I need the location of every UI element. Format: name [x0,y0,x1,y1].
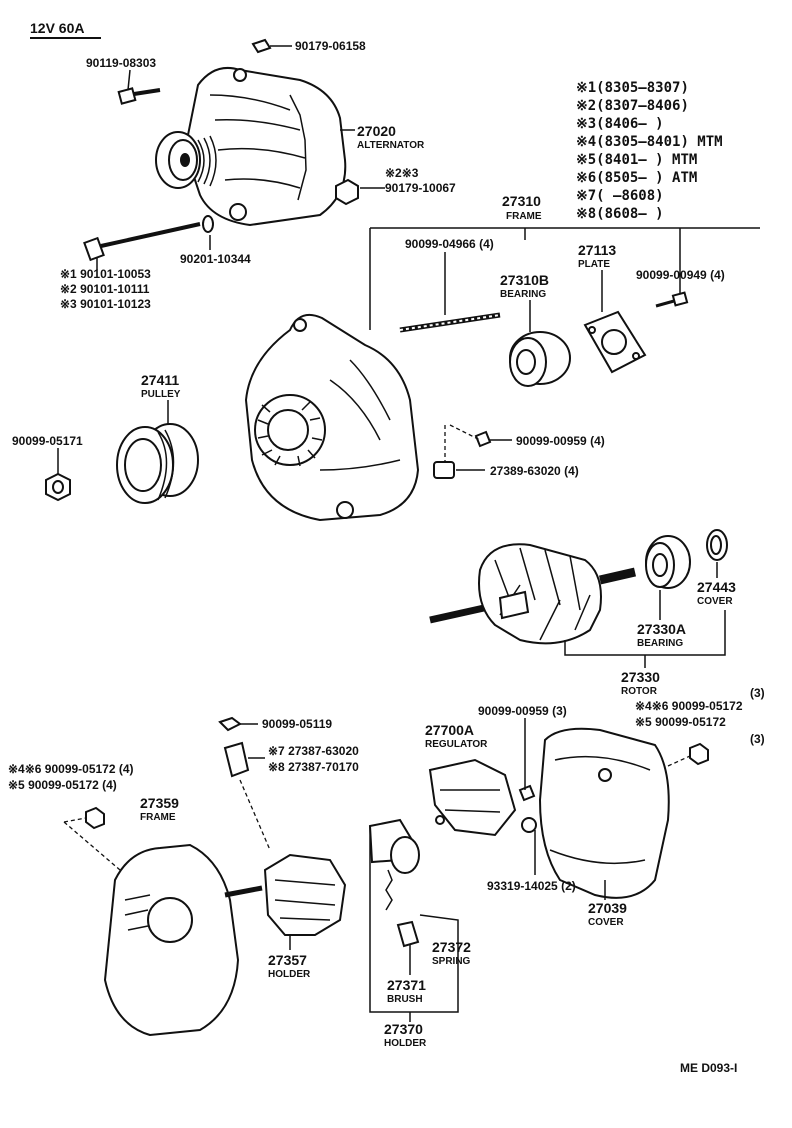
label-plate-name: PLATE [578,259,610,270]
diagram-title: 12V 60A [30,20,84,36]
through-bolt-icon [83,215,214,262]
bearing-icon [509,331,571,387]
label-rear-cover-no: 27039 [588,900,627,916]
label-alternator-no: 27020 [357,123,396,139]
label-rotor-bearing-name: BEARING [637,638,683,649]
label-bolt-variant-1: ※1 90101-10053 [60,267,151,281]
label-brush-holder-no: 27370 [384,1021,423,1037]
label-insulator: 27389-63020 (4) [490,464,579,478]
label-bearing-name: BEARING [500,289,546,300]
note-1: ※1(8305–8307) [576,80,689,96]
end-frame-drawing [103,843,263,1037]
pulley-icon [116,423,199,504]
rotor-bearing-icon [645,535,691,589]
label-spring-no: 27372 [432,939,471,955]
small-bolt-icon [218,716,242,732]
note-6: ※6(8505– ) ATM [576,170,697,186]
notes-block: ※1(8305–8307) ※2(8307–8406) ※3(8406– ) ※… [576,80,723,222]
label-brush-holder-name: HOLDER [384,1038,427,1049]
label-cap-7: ※7 27387-63020 [268,744,359,758]
label-regulator-name: REGULATOR [425,739,488,750]
note-7: ※7( –8608) [576,188,664,204]
label-holder-name: HOLDER [268,969,311,980]
label-bolt-left: 90119-08303 [86,56,156,70]
screw-icon [474,430,492,448]
label-nut-note: ※2※3 [385,166,419,180]
label-frame-no: 27310 [502,193,541,209]
label-washer: 90201-10344 [180,252,251,266]
label-end-frame-name: FRAME [140,812,176,823]
terminal-cap-icon [223,741,250,778]
label-screw-3: 90099-00959 (3) [478,704,567,718]
regulator-drawing [428,758,517,837]
note-2: ※2(8307–8406) [576,98,689,114]
label-frame-nut-5: ※5 90099-05172 (4) [8,778,117,792]
label-end-frame-no: 27359 [140,795,179,811]
insulator-icon [433,461,455,479]
label-frame-name: FRAME [506,211,542,222]
washer-icon [521,817,537,833]
label-brush-name: BRUSH [387,994,423,1005]
label-stud: 90099-04966 (4) [405,237,494,251]
note-3: ※3(8406– ) [576,116,664,132]
label-rotor-no: 27330 [621,669,660,685]
label-washer-2: 93319-14025 (2) [487,879,576,893]
label-bolt-variant-2: ※2 90101-10111 [60,282,150,296]
bolt-icon [117,87,161,105]
label-alternator-name: ALTERNATOR [357,140,425,151]
drive-end-frame-drawing [244,314,420,522]
label-brush-no: 27371 [387,977,426,993]
stud-bolt-icon [399,312,501,333]
label-nut-5-qty: (3) [750,732,765,746]
nut-icon [85,806,105,830]
label-nut-46: ※4※6 90099-05172 [635,699,743,713]
label-plate-screw: 90099-00949 (4) [636,268,725,282]
label-pulley-no: 27411 [141,372,179,388]
label-rotor-bearing-no: 27330A [637,621,686,637]
cover-ring-icon [706,529,728,561]
label-spring-name: SPRING [432,956,471,967]
label-nut-46-qty: (3) [750,686,765,700]
label-small-bolt: 90099-05119 [262,717,332,731]
nut-icon [335,178,359,206]
bearing-plate-icon [583,310,647,374]
note-8: ※8(8608– ) [576,206,664,222]
rectifier-holder-drawing [263,853,347,936]
label-regulator-no: 27700A [425,722,474,738]
label-bolt-variant-3: ※3 90101-10123 [60,297,151,311]
label-pulley-name: PULLEY [141,389,181,400]
bolt-icon [251,38,272,54]
label-frame-nut-46: ※4※6 90099-05172 (4) [8,762,134,776]
screw-icon [655,291,689,308]
label-nut-5: ※5 90099-05172 [635,715,726,729]
label-cover-name: COVER [697,596,733,607]
label-bearing-no: 27310B [500,272,549,288]
label-holder-no: 27357 [268,952,307,968]
alternator-assembly-drawing [155,66,347,227]
diagram-code: ME D093-I [680,1061,737,1075]
note-4: ※4(8305–8401) MTM [576,134,723,150]
rotor-drawing [429,543,637,645]
leader-lines [57,69,760,1022]
brush-holder-drawing [368,818,420,948]
note-5: ※5(8401– ) MTM [576,152,697,168]
screw-icon [518,784,536,802]
label-rear-cover-name: COVER [588,917,624,928]
rear-cover-drawing [538,727,670,899]
label-cap-8: ※8 27387-70170 [268,760,359,774]
label-plate-no: 27113 [578,242,616,258]
nut-icon [689,742,709,766]
label-rotor-name: ROTOR [621,686,658,697]
label-screw-mid: 90099-00959 (4) [516,434,605,448]
label-nut-no: 90179-10067 [385,181,456,195]
nut-icon [45,472,71,502]
label-bolt-top: 90179-06158 [295,39,366,53]
label-pulley-nut: 90099-05171 [12,434,83,448]
label-cover-no: 27443 [697,579,736,595]
